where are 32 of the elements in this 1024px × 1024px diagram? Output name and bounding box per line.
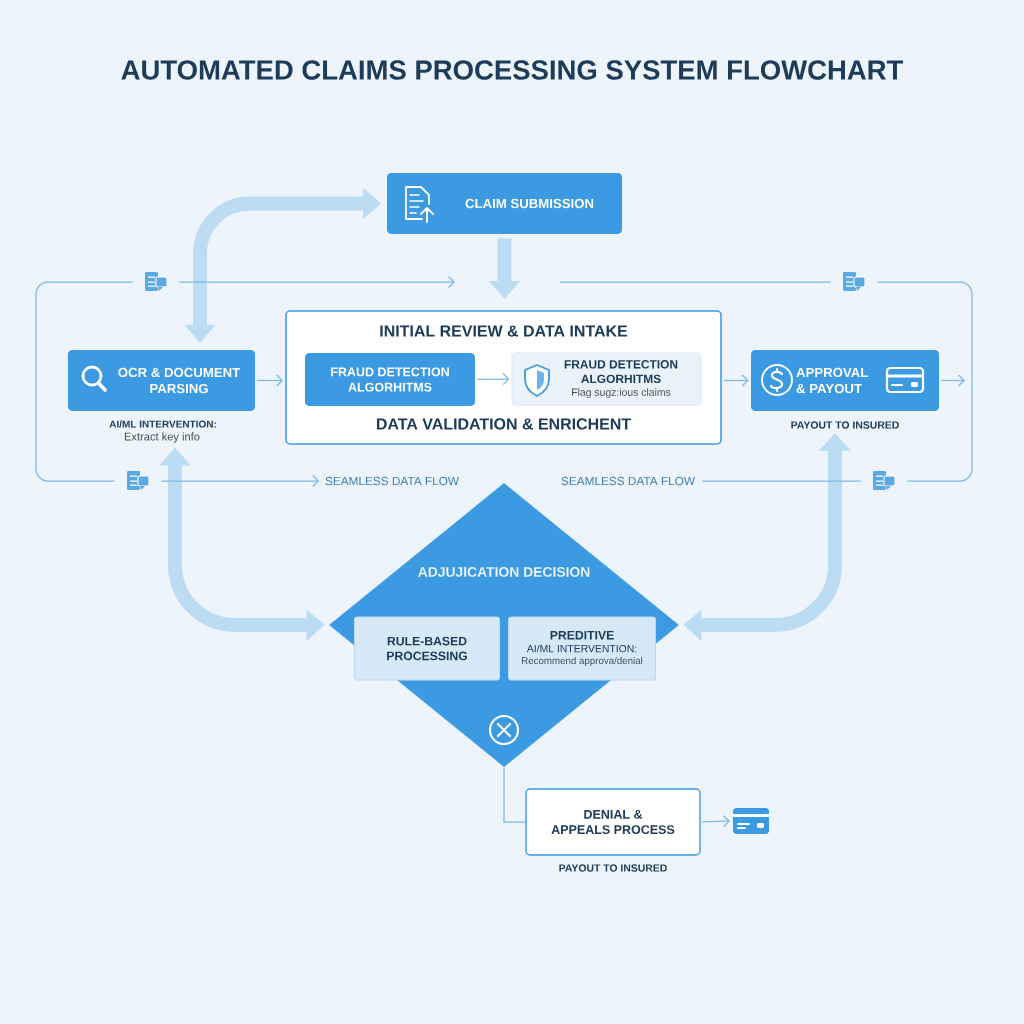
arrow [940,374,965,387]
process-box: APPROVAL & PAYOUT [751,350,939,411]
caption-text: AI/ML INTERVENTION: [109,420,216,428]
connector-line [503,766,526,823]
arrow [256,374,284,387]
server-icon [145,272,168,291]
caption-text: Extract key info [124,432,200,443]
flow-label: SEAMLESS DATA FLOW [325,476,459,486]
arrow [723,374,749,387]
arrow [160,474,320,488]
server-icon [127,471,150,490]
arrow [476,372,510,386]
process-box: DENIAL & APPEALS PROCESS [525,788,701,856]
card-icon [733,808,769,834]
process-box: OCR & DOCUMENT PARSING [68,350,255,411]
connector-line [559,281,832,283]
process-box: FRAUD DETECTION ALGORHITMS [305,353,475,406]
connector-line [35,281,134,482]
arrow [178,275,455,289]
server-icon [873,471,896,490]
process-box: RULE-BASED PROCESSING [353,616,501,681]
process-box: CLAIM SUBMISSION [387,173,622,234]
caption-text: PAYOUT TO INSURED [791,421,899,429]
connector-line [876,281,973,482]
server-icon [843,272,866,291]
caption-text: PAYOUT TO INSURED [559,864,667,872]
arrow [701,815,730,828]
process-box: PREDITIVE AI/ML INTERVENTION: Recommend approva/denial [507,616,657,681]
process-box: FRAUD DETECTION ALGORHITMS Flag sugz:ious claims [511,352,702,406]
title: AUTOMATED CLAIMS PROCESSING SYSTEM FLOWCHART [121,60,904,80]
connector-line [701,480,862,482]
flow-label: SEAMLESS DATA FLOW [561,476,695,486]
